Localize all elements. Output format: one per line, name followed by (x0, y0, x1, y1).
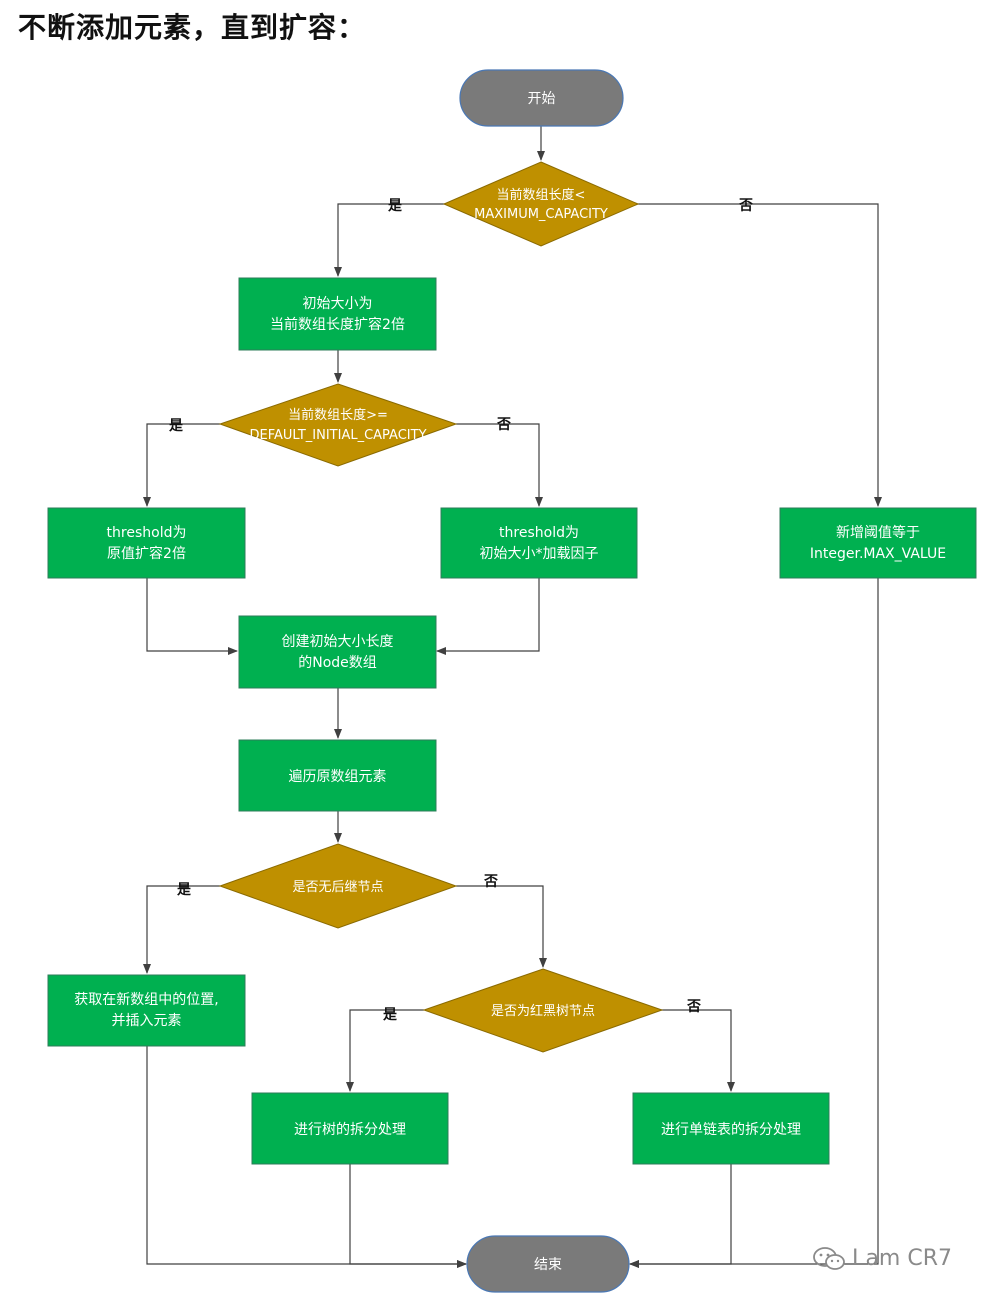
edge-split-list-to-end (629, 1164, 732, 1268)
process-traverse-label: 遍历原数组元素 (289, 769, 387, 785)
decision-rbtree-label: 是否为红黑树节点 (491, 1003, 595, 1019)
decision-max-capacity-line2: MAXIMUM_CAPACITY (474, 207, 608, 222)
edge-threshold-factor-to-create (436, 578, 540, 655)
process-split-list: 进行单链表的拆分处理 (632, 1092, 830, 1165)
edge-cond-rbtree-no (660, 1009, 735, 1092)
process-new-threshold-line2: Integer.MAX_VALUE (810, 546, 946, 562)
end-node: 结束 (466, 1235, 630, 1293)
start-label: 开始 (528, 91, 556, 107)
edge-new-threshold-to-end (629, 578, 879, 1268)
label-no-max: 否 (738, 198, 753, 214)
wechat-icon (813, 1247, 845, 1270)
process-threshold-double: threshold为 原值扩容2倍 (47, 507, 246, 579)
process-get-position-line1: 获取在新数组中的位置, (74, 992, 218, 1008)
process-split-list-label: 进行单链表的拆分处理 (661, 1122, 801, 1138)
process-threshold-double-line2: 原值扩容2倍 (107, 545, 186, 562)
label-no-rbtree: 否 (686, 999, 701, 1015)
process-split-tree: 进行树的拆分处理 (251, 1092, 449, 1165)
process-threshold-factor-line1: threshold为 (499, 525, 579, 541)
edge-cond-max-yes (334, 203, 446, 277)
connectors (143, 126, 882, 1268)
process-new-threshold-line1: 新增阈值等于 (836, 524, 920, 541)
label-no-default: 否 (496, 417, 511, 433)
label-yes-max: 是 (388, 198, 403, 214)
process-init-size-line2: 当前数组长度扩容2倍 (270, 316, 405, 333)
decision-max-capacity-line1: 当前数组长度< (497, 187, 586, 203)
process-threshold-factor: threshold为 初始大小*加载因子 (440, 507, 638, 579)
edge-threshold-double-to-create (146, 578, 238, 655)
edge-cond-rbtree-yes (346, 1009, 424, 1092)
decision-default-capacity-line1: 当前数组长度>= (288, 407, 388, 423)
decision-no-successor-label: 是否无后继节点 (292, 880, 383, 895)
label-yes-successor: 是 (177, 882, 192, 898)
edge-cond-default-no (456, 423, 543, 507)
process-traverse: 遍历原数组元素 (238, 739, 437, 812)
page-title: 不断添加元素，直到扩容： (18, 11, 367, 44)
start-node: 开始 (459, 69, 624, 127)
process-split-tree-label: 进行树的拆分处理 (294, 1122, 406, 1138)
watermark-text: I am CR7 (851, 1246, 952, 1271)
end-label: 结束 (534, 1257, 562, 1273)
label-yes-default: 是 (169, 418, 184, 434)
label-yes-rbtree: 是 (383, 1007, 398, 1023)
edge-cond-successor-no (456, 885, 547, 968)
process-create-array-line1: 创建初始大小长度 (282, 633, 394, 650)
edge-cond-max-no (636, 203, 882, 507)
decision-default-capacity: 当前数组长度>= DEFAULT_INITIAL_CAPACITY (218, 383, 458, 467)
edge-split-tree-to-end (349, 1164, 467, 1268)
process-get-position-line2: 并插入元素 (112, 1013, 182, 1029)
decision-default-capacity-line2: DEFAULT_INITIAL_CAPACITY (249, 428, 426, 443)
edge-cond-default-yes (143, 423, 220, 507)
decision-rbtree: 是否为红黑树节点 (422, 968, 664, 1053)
process-init-size-line1: 初始大小为 (303, 295, 373, 312)
decision-no-successor: 是否无后继节点 (218, 843, 458, 929)
process-create-array-line2: 的Node数组 (298, 655, 377, 671)
process-create-array: 创建初始大小长度 的Node数组 (238, 615, 437, 689)
decision-max-capacity: 当前数组长度< MAXIMUM_CAPACITY (442, 161, 640, 247)
watermark: I am CR7 (812, 1246, 952, 1272)
process-init-size: 初始大小为 当前数组长度扩容2倍 (238, 277, 437, 351)
edge-cond-successor-yes (143, 885, 220, 974)
label-no-successor: 否 (483, 874, 498, 890)
process-new-threshold: 新增阈值等于 Integer.MAX_VALUE (779, 507, 977, 579)
process-get-position: 获取在新数组中的位置, 并插入元素 (47, 974, 246, 1047)
process-threshold-factor-line2: 初始大小*加载因子 (480, 545, 599, 562)
process-threshold-double-line1: threshold为 (107, 525, 187, 541)
